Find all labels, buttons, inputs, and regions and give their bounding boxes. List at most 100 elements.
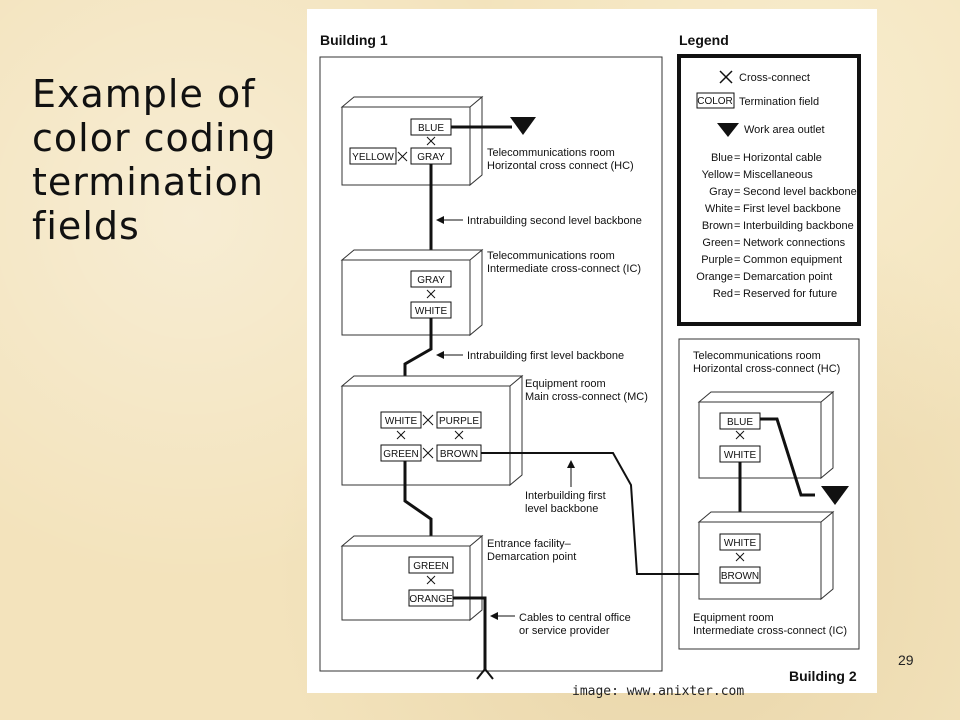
- building2-label: Building 2: [789, 668, 857, 684]
- svg-text:Brown: Brown: [702, 220, 733, 232]
- b1-room2-line2: Intermediate cross-connect (IC): [487, 263, 641, 275]
- svg-text:BROWN: BROWN: [721, 571, 759, 582]
- annotation-interbuilding-2: level backbone: [525, 503, 598, 515]
- svg-text:GREEN: GREEN: [383, 449, 419, 460]
- svg-text:Second level backbone: Second level backbone: [743, 186, 857, 198]
- cross-connect-icon: [735, 430, 745, 440]
- field-white: [380, 411, 422, 429]
- b1-telecom-room-hc: BLUE GRAY YELLOW: [340, 95, 484, 187]
- title-line: color coding: [32, 116, 277, 160]
- building1-label: Building 1: [320, 32, 388, 48]
- svg-text:Miscellaneous: Miscellaneous: [743, 169, 813, 181]
- legend-row-orange: Orange=Demarcation point: [696, 271, 832, 283]
- svg-text:WHITE: WHITE: [724, 450, 757, 461]
- legend-row-green: Green=Network connections: [702, 237, 845, 249]
- svg-text:=: =: [734, 169, 740, 181]
- svg-text:Green: Green: [702, 237, 733, 249]
- equipment-room-line2: Main cross-connect (MC): [525, 391, 648, 403]
- svg-text:BLUE: BLUE: [727, 417, 753, 428]
- svg-text:GRAY: GRAY: [417, 152, 445, 163]
- svg-text:=: =: [734, 271, 740, 283]
- svg-text:First level backbone: First level backbone: [743, 203, 841, 215]
- cross-connect-icon: [396, 430, 406, 440]
- svg-text:Reserved for future: Reserved for future: [743, 288, 837, 300]
- b1-room1-line1: Telecommunications room: [487, 147, 615, 159]
- legend-termination-field: Termination field: [739, 96, 819, 108]
- svg-text:GRAY: GRAY: [417, 275, 445, 286]
- work-area-outlet-icon: [821, 486, 849, 505]
- legend-frame: [677, 54, 861, 326]
- field-gray: [410, 270, 452, 288]
- b2-room1-line1: Telecommunications room: [693, 350, 821, 362]
- annotation-second-level: Intrabuilding second level backbone: [467, 215, 642, 227]
- legend-color-codes: Blue=Horizontal cable Yellow=Miscellaneo…: [696, 152, 856, 300]
- field-green: [380, 444, 422, 462]
- legend-row-gray: Gray=Second level backbone: [709, 186, 857, 198]
- slide-title: Example of color coding termination fiel…: [32, 72, 282, 248]
- svg-text:=: =: [734, 254, 740, 266]
- b2-horizontal-cable: [760, 417, 815, 497]
- annotation-cables-1: Cables to central office: [519, 612, 631, 624]
- field-brown: [719, 566, 761, 584]
- annotation-cables-2: or service provider: [519, 625, 610, 637]
- legend-work-area-outlet: Work area outlet: [744, 124, 825, 136]
- work-area-outlet-icon: [717, 123, 739, 137]
- cross-connect-icon: [719, 70, 733, 84]
- svg-text:=: =: [734, 186, 740, 198]
- svg-text:BLUE: BLUE: [418, 123, 444, 134]
- entrance-line1: Entrance facility–: [487, 538, 572, 550]
- cable-end-icon: [476, 667, 494, 680]
- legend-row-brown: Brown=Interbuilding backbone: [702, 220, 854, 232]
- annotation-first-level: Intrabuilding first level backbone: [467, 350, 624, 362]
- cross-connect-icon: [426, 289, 436, 299]
- b1-entrance-facility: GREEN ORANGE: [340, 534, 484, 622]
- svg-text:Blue: Blue: [711, 152, 733, 164]
- cross-connect-icon: [454, 430, 464, 440]
- title-line: Example of: [32, 72, 256, 116]
- legend-row-blue: Blue=Horizontal cable: [711, 152, 822, 164]
- svg-text:Purple: Purple: [701, 254, 733, 266]
- b1-room1-line2: Horizontal cross connect (HC): [487, 160, 634, 172]
- svg-text:BROWN: BROWN: [440, 449, 478, 460]
- field-white: [719, 533, 761, 551]
- svg-text:WHITE: WHITE: [724, 538, 757, 549]
- cross-connect-icon: [397, 151, 408, 162]
- svg-text:ORANGE: ORANGE: [409, 594, 453, 605]
- legend-cross-connect: Cross-connect: [739, 72, 810, 84]
- cross-connect-icon: [426, 575, 436, 585]
- svg-text:Network connections: Network connections: [743, 237, 846, 249]
- svg-text:Red: Red: [713, 288, 733, 300]
- svg-text:YELLOW: YELLOW: [352, 152, 394, 163]
- b2-room1-line2: Horizontal cross-connect (HC): [693, 363, 840, 375]
- svg-text:=: =: [734, 152, 740, 164]
- b2-room2-line1: Equipment room: [693, 612, 774, 624]
- annotation-interbuilding-1: Interbuilding first: [525, 490, 606, 502]
- svg-text:WHITE: WHITE: [385, 416, 418, 427]
- cabling-diagram: Building 1 Legend Cross-connect COLOR Te…: [319, 32, 861, 684]
- cabling-diagram-figure: Building 1 Legend Cross-connect COLOR Te…: [307, 9, 877, 693]
- legend-title: Legend: [679, 32, 729, 48]
- cross-connect-icon: [426, 136, 436, 146]
- legend-row-yellow: Yellow=Miscellaneous: [702, 169, 814, 181]
- work-area-outlet-icon: [510, 117, 536, 135]
- page-number: 29: [898, 652, 914, 668]
- building1-outline: [319, 56, 663, 672]
- b2-equipment-room-ic: WHITE BROWN: [697, 510, 835, 601]
- legend-row-red: Red=Reserved for future: [713, 288, 837, 300]
- field-purple: [436, 411, 482, 429]
- b1-room2-line1: Telecommunications room: [487, 250, 615, 262]
- svg-text:=: =: [734, 288, 740, 300]
- svg-text:Gray: Gray: [709, 186, 733, 198]
- field-yellow: [349, 147, 397, 165]
- field-green: [408, 556, 454, 574]
- legend: Cross-connect COLOR Termination field Wo…: [677, 54, 861, 326]
- b2-room2-line2: Intermediate cross-connect (IC): [693, 625, 847, 637]
- cross-connect-icon: [735, 552, 745, 562]
- legend-color-box: COLOR: [697, 96, 733, 107]
- legend-row-purple: Purple=Common equipment: [701, 254, 842, 266]
- svg-text:Orange: Orange: [696, 271, 733, 283]
- equipment-room-line1: Equipment room: [525, 378, 606, 390]
- interbuilding-backbone-cable: [481, 452, 719, 575]
- svg-text:=: =: [734, 237, 740, 249]
- b2-telecom-room-hc: BLUE WHITE: [697, 390, 835, 480]
